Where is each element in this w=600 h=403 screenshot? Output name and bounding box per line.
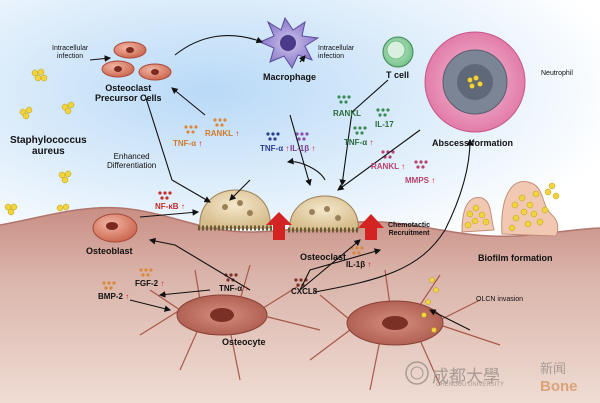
olcn-invasion-label: OLCN invasion <box>476 296 524 303</box>
osteoclast-precursor-cells <box>101 41 172 81</box>
up-arrow-icon: ↑ <box>180 202 185 211</box>
il1b-label-bone: IL-1β ↑ <box>346 260 372 269</box>
up-arrow-icon: ↑ <box>367 260 372 269</box>
osteoclast-label: Osteoclast <box>300 252 347 262</box>
intracellular-infection-left-label: Intracellular infection <box>52 45 89 60</box>
watermark-logo-text: 成都大學 <box>432 367 500 387</box>
osteocyte-left <box>139 264 321 381</box>
t-cell <box>382 36 414 68</box>
osteoclast-precursor-label: Osteoclast Precursor Cells <box>95 83 162 103</box>
enhanced-differentiation-label: Enhanced Differentiation <box>107 152 157 170</box>
watermark-sub-text: CHENGDU UNIVERSITY <box>436 382 505 388</box>
mmps-label: MMPS ↑ <box>405 176 436 185</box>
bmp2-label: BMP-2 ↑ <box>98 292 130 301</box>
osteoclast-right <box>288 195 360 233</box>
cxcl8-label: CXCL8 <box>291 287 318 296</box>
staph-clusters <box>4 68 75 216</box>
watermark-bone: Bone <box>540 378 578 395</box>
fgf2-label: FGF-2 ↑ <box>135 279 165 288</box>
up-arrow-icon: ↑ <box>235 129 240 138</box>
up-arrow-icon: ↑ <box>369 138 374 147</box>
rankl-label-left: RANKL ↑ <box>205 129 240 138</box>
t-cell-label: T cell <box>386 70 410 80</box>
up-arrow-icon: ↑ <box>285 144 290 153</box>
intracellular-infection-right-label: Intracellular infection <box>318 45 355 60</box>
up-arrow-icon: ↑ <box>160 279 165 288</box>
chemotactic-recruitment-label: Chemotactic Recruitment <box>388 222 431 237</box>
up-arrow-icon: ↑ <box>125 292 130 301</box>
neutrophil-abscess <box>424 31 526 133</box>
nfkb-label: NF-κB ↑ <box>155 202 185 211</box>
up-arrow-icon: ↑ <box>244 284 249 293</box>
tnf-label-bone: TNF-α ↑ <box>219 284 249 293</box>
osteoblast-label: Osteoblast <box>86 246 133 256</box>
university-seal-icon <box>405 361 429 385</box>
osteoblast-cell <box>92 213 138 243</box>
pathway-arrows <box>89 35 474 331</box>
olcn-bacteria <box>421 277 439 333</box>
up-arrow-icon: ↑ <box>431 176 436 185</box>
macrophage-label: Macrophage <box>263 72 317 82</box>
rankl-label-tcell: RANKL <box>333 109 361 118</box>
staphylococcus-label: Staphylococcus aureus <box>10 135 87 157</box>
tnf-label-tcell: TNF-α ↑ <box>344 138 374 147</box>
il17-label: IL-17 <box>375 120 394 129</box>
biofilm-cluster <box>461 181 560 237</box>
biofilm-formation-label: Biofilm formation <box>478 253 553 263</box>
abscess-formation-label: Abscess formation <box>432 138 514 148</box>
watermark-news: 新闻 <box>540 362 567 377</box>
up-arrow-icon: ↑ <box>311 144 316 153</box>
neutrophil-label: Neutrophil <box>541 70 573 77</box>
tnf-label-left: TNF-α ↑ <box>173 139 203 148</box>
il1b-label-macrophage: IL-1β ↑ <box>290 144 316 153</box>
rankl-label-abscess: RANKL ↑ <box>371 162 406 171</box>
cytokine-dots <box>102 95 428 290</box>
osteocyte-right <box>309 269 501 391</box>
osteoclast-left <box>198 189 272 231</box>
osteocyte-label: Osteocyte <box>222 337 266 347</box>
tnf-label-macrophage: TNF-α ↑ <box>260 144 290 153</box>
up-arrow-icon: ↑ <box>198 139 203 148</box>
up-arrow-icon: ↑ <box>401 162 406 171</box>
